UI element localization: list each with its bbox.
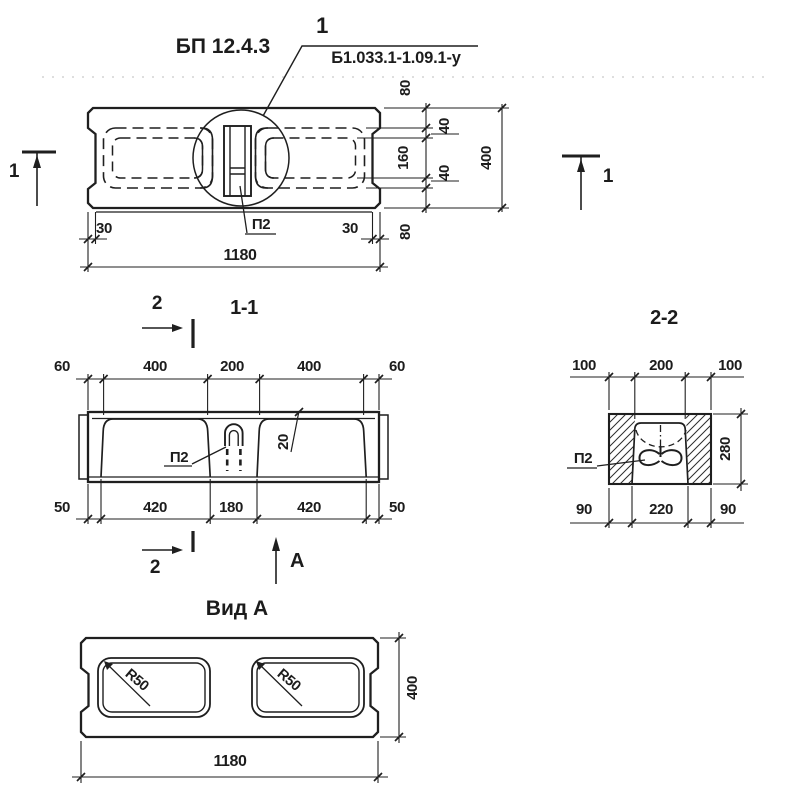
plan-view-linework <box>22 45 600 272</box>
plan-dim-end-offset-right: 30 <box>342 220 358 237</box>
callout-position-number: 1 <box>316 13 328 38</box>
s11-dim-bottom-1: 420 <box>143 499 167 516</box>
section-1-1-arrows <box>172 324 280 554</box>
s22-title: 2-2 <box>650 307 678 329</box>
view-a-dim-height: 400 <box>404 676 421 700</box>
s22-dim-bottom-2: 90 <box>720 501 736 518</box>
plan-dim-taper-bottom: 40 <box>436 165 453 181</box>
s22-dim-height: 280 <box>717 437 734 461</box>
plan-dim-length: 1180 <box>223 247 257 264</box>
s22-dim-bottom-1: 220 <box>649 501 673 518</box>
section-2-2-linework <box>567 372 748 528</box>
s22-loop-mark: П2 <box>573 450 593 467</box>
plan-section-arrows <box>33 155 585 172</box>
view-a-linework <box>72 632 406 783</box>
drawing-title: БП 12.4.3 <box>175 35 271 58</box>
s11-dim-top-2: 200 <box>220 358 244 375</box>
plan-dim-taper-top: 40 <box>436 118 453 134</box>
s22-dim-bottom-0: 90 <box>576 501 592 518</box>
s11-dim-bottom-2: 180 <box>219 499 243 516</box>
s11-dim-top-4: 60 <box>389 358 405 375</box>
view-a-dim-length: 1180 <box>213 753 247 770</box>
s22-dim-top-2: 100 <box>718 357 742 374</box>
s11-dim-top-1: 400 <box>143 358 167 375</box>
section-1-1-linework <box>76 319 392 584</box>
s11-dim-top-0: 60 <box>54 358 70 375</box>
s11-dim-flange: 20 <box>275 434 292 450</box>
s22-dim-top-0: 100 <box>572 357 596 374</box>
s11-dim-bottom-0: 50 <box>54 499 70 516</box>
s11-loop-mark: П2 <box>169 449 189 466</box>
s22-dim-top-1: 200 <box>649 357 673 374</box>
plan-dim-bottom-band: 80 <box>397 224 414 240</box>
plan-dim-void-band: 160 <box>395 146 412 170</box>
s11-dim-bottom-3: 420 <box>297 499 321 516</box>
view-a-title: Вид А <box>205 597 269 620</box>
view-a-arrows <box>104 661 265 670</box>
plan-dim-top-band: 80 <box>397 80 414 96</box>
plan-section-mark-right: 1 <box>602 166 614 187</box>
s11-cut-mark-bottom: 2 <box>149 557 161 578</box>
plan-dim-width: 400 <box>478 146 495 170</box>
callout-series-label: Б1.033.1-1.09.1-у <box>331 49 461 67</box>
s11-view-mark: А <box>289 550 305 572</box>
plan-section-mark-left: 1 <box>8 161 20 182</box>
s11-dim-bottom-4: 50 <box>389 499 405 516</box>
s11-dim-top-3: 400 <box>297 358 321 375</box>
s11-title: 1-1 <box>230 297 258 319</box>
s11-cut-mark-top: 2 <box>151 293 163 314</box>
plan-dim-end-offset-left: 30 <box>96 220 112 237</box>
plan-loop-mark: П2 <box>251 216 271 233</box>
